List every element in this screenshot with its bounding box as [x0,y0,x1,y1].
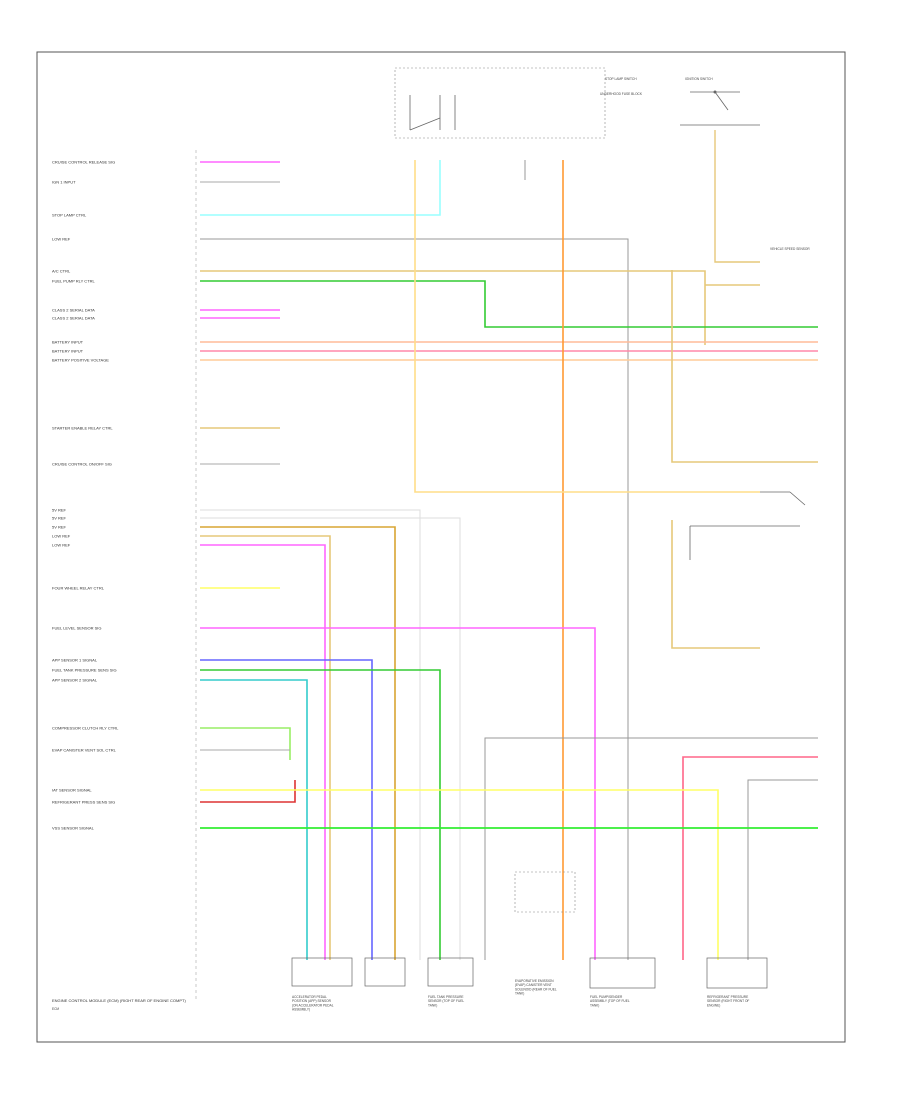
ecm-pin-label: FOUR WHEEL RELAY CTRL [52,586,105,591]
fuel-pump-sender-block [589,957,656,989]
wire-ac-ctrl [200,270,706,345]
ecm-pin-label: VSS SENSOR SIGNAL [52,826,95,831]
ecm-pin-label: CRUISE CONTROL ON/OFF SIG [52,462,112,467]
ecm-pin-label: APP SENSOR 1 SIGNAL [52,658,98,663]
wire-app1 [200,659,373,960]
underhood-fuse-block [394,67,606,139]
ecm-pin-label: LOW REF [52,534,71,539]
ecm-pin-label: 5V REF [52,525,67,530]
ecm-pin-label: COMPRESSOR CLUTCH RLY CTRL [52,726,119,731]
wire-ign-right [714,130,760,263]
wire-5v-ref-1 [200,509,421,960]
wire-red-right [682,756,818,960]
fuel-tank-pressure-sensor-block [427,957,474,987]
ecm-pin-label: APP SENSOR 2 SIGNAL [52,678,98,683]
ecm-pin-label: EVAP CANISTER VENT SOL CTRL [52,748,117,753]
ecm-pin-labels: CRUISE CONTROL RELEASE SIG IGN 1 INPUT STO… [52,160,119,831]
wire-compressor [200,727,291,760]
ecm-pin-label: LOW REF [52,543,71,548]
wire-fuel-pump [200,280,818,328]
ecm-pin-label: 5V REF [52,516,67,521]
ecm-pin-label: BATTERY INPUT [52,349,84,354]
ecm-pin-label: A/C CTRL [52,269,71,274]
ecm-pin-label: BATTERY POSITIVE VOLTAGE [52,358,109,363]
component-label: ECM [52,1007,59,1011]
wire-5v-ref-2 [200,517,461,960]
wire-refrig [200,780,296,803]
component-label: STOP LAMP SWITCH [605,77,637,81]
app-sensor-block [291,957,406,987]
stop-lamp-switch [409,95,456,131]
ecm-pin-label: FUEL PUMP RLY CTRL [52,279,96,284]
wire-app2 [200,679,308,960]
ecm-bottom-label: ENGINE CONTROL MODULE (ECM) (RIGHT REAR … [52,998,186,1003]
component-label: VEHICLE SPEED SENSOR [770,247,810,251]
component-label: EVAPORATIVE EMISSION(EVAP) CANISTER VENT… [515,979,557,996]
component-label: IGNITION SWITCH [685,77,713,81]
wire-low-ref-2 [200,544,326,960]
evap-vent-solenoid-block [514,871,576,913]
wire-tan-right-2 [671,520,760,649]
ecm-pin-label: 5V REF [52,508,67,513]
ecm-pin-label: CLASS 2 SERIAL DATA [52,308,95,313]
ecm-pin-label: CRUISE CONTROL RELEASE SIG [52,160,115,165]
ecm-pin-label: STARTER ENABLE RELAY CTRL [52,426,113,431]
ecm-pin-label: IAT SENSOR SIGNAL [52,788,92,793]
wire-fuel-level [200,627,596,960]
ecm-pin-label: STOP LAMP CTRL [52,213,87,218]
wire-gray-mid [484,737,818,960]
ecm-pin-label: FUEL TANK PRESSURE SENS SIG [52,668,117,673]
ecm-pin-label: CLASS 2 SERIAL DATA [52,316,95,321]
wire-tan-right [671,270,818,463]
wire-iat [200,789,719,960]
ignition-switch [680,90,760,126]
wire-5v-ref-3 [200,526,396,960]
wire-low-ref-top [200,238,629,960]
ecm-pin-label: REFRIGERANT PRESS SENS SIG [52,800,115,805]
wire-stop-lamp [200,160,441,216]
ecm-pin-label: LOW REF [52,237,71,242]
brake-switch-right [689,491,806,560]
wire-yellow-top [414,160,760,493]
wire-low-ref-1 [200,535,331,960]
diagram-frame [36,51,846,1043]
ecm-pin-label: FUEL LEVEL SENSOR SIG [52,626,102,631]
ecm-pin-label: IGN 1 INPUT [52,180,76,185]
ecm-pin-label: BATTERY INPUT [52,340,84,345]
wire-fuel-tank-pressure [200,669,441,960]
wire-gray-right [747,779,818,960]
component-label: UNDERHOOD FUSE BLOCK [600,92,643,96]
refrigerant-sensor-block [706,957,768,989]
